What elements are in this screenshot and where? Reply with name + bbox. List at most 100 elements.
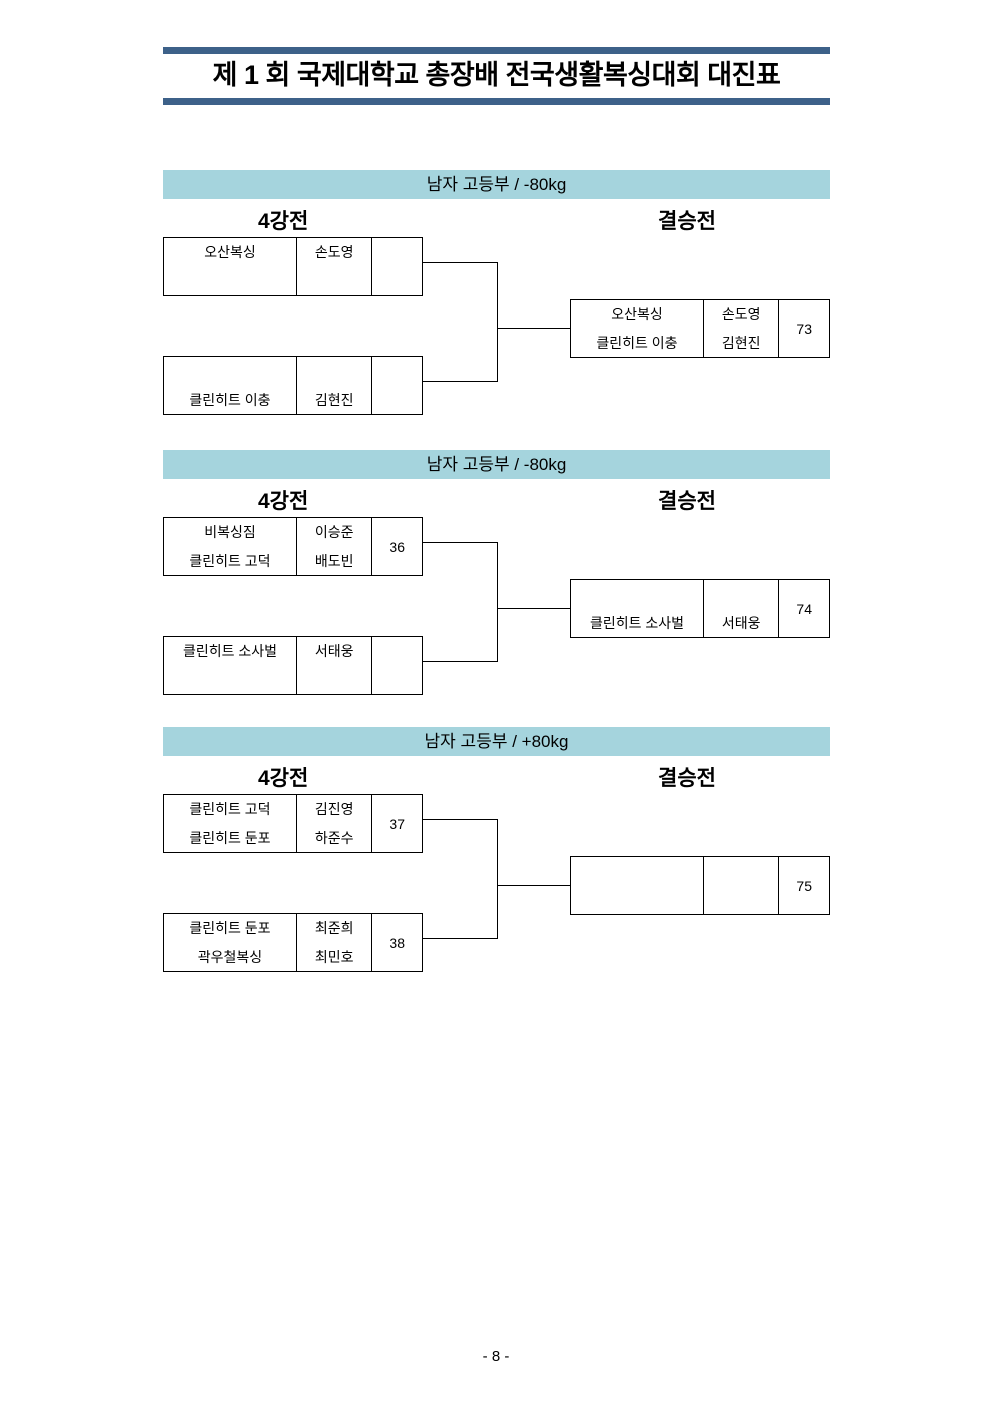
team-line: 클린히트 둔포 [189, 920, 271, 937]
connector-line-vertical-2 [497, 542, 498, 662]
final-name-cell-1: 손도영 김현진 [704, 300, 780, 357]
name-line: 하준수 [314, 829, 354, 846]
connector-line-vertical-3 [497, 819, 498, 939]
team-line [571, 857, 703, 886]
semifinal-team-cell-1-2: 클린히트 이충 [164, 357, 297, 414]
bracket-tree-3: 클린히트 고덕 클린히트 둔포 김진영 하준수 37 클린히트 둔포 곽우철복싱… [163, 794, 830, 976]
connector-line-final-1 [497, 328, 570, 329]
team-line [571, 886, 703, 915]
connector-line-vertical-1 [497, 262, 498, 382]
round-label-semifinal-2: 4강전 [258, 490, 309, 513]
name-line [297, 666, 371, 695]
semifinal-team-cell-3-1: 클린히트 고덕 클린히트 둔포 [164, 795, 297, 852]
name-line: 김진영 [314, 801, 354, 818]
round-label-semifinal-3: 4강전 [258, 767, 309, 790]
name-line [297, 357, 371, 386]
connector-line-final-3 [497, 885, 570, 886]
final-match-number-2: 74 [796, 600, 812, 617]
semifinal-match-number-2-1: 36 [389, 538, 405, 555]
semifinal-match-number-1-2 [372, 357, 422, 414]
connector-line-bottom-2 [423, 661, 497, 662]
team-line: 비복싱짐 [204, 524, 256, 541]
section-header-2: 남자 고등부 / -80kg [163, 450, 830, 479]
section-header-1: 남자 고등부 / -80kg [163, 170, 830, 199]
connector-line-bottom-3 [423, 938, 497, 939]
round-label-final-3: 결승전 [658, 767, 716, 790]
team-line: 클린히트 고덕 [189, 801, 271, 818]
name-line [704, 857, 778, 886]
bracket-section-2: 남자 고등부 / -80kg 4강전 결승전 비복싱짐 클린히트 고덕 이승준 … [163, 450, 830, 699]
name-line: 서태웅 [721, 614, 761, 631]
semifinal-name-cell-1-1: 손도영 [297, 238, 373, 296]
bracket-tree-1: 오산복싱 손도영 클린히트 이충 김현진 [163, 237, 830, 419]
connector-line-top-3 [423, 819, 497, 820]
section-header-3: 남자 고등부 / +80kg [163, 727, 830, 756]
team-line: 클린히트 소사벌 [182, 643, 278, 660]
semifinal-match-number-3-1: 37 [389, 815, 405, 832]
page-number: - 8 - [482, 1348, 510, 1365]
semifinal-match-box-3-2[interactable]: 클린히트 둔포 곽우철복싱 최준희 최민호 38 [163, 913, 423, 972]
round-label-final-1: 결승전 [658, 210, 716, 233]
semifinal-name-cell-2-1: 이승준 배도빈 [297, 518, 373, 575]
team-line: 오산복싱 [204, 244, 256, 261]
name-line: 서태웅 [314, 643, 354, 660]
semifinal-match-box-2-2[interactable]: 클린히트 소사벌 서태웅 [163, 636, 423, 695]
bracket-section-1: 남자 고등부 / -80kg 4강전 결승전 오산복싱 손도영 클린히트 이충 … [163, 170, 830, 419]
document-title-block: 제 1 회 국제대학교 총장배 전국생활복싱대회 대진표 [163, 47, 830, 106]
team-line: 클린히트 이충 [596, 334, 678, 351]
final-match-box-3[interactable]: 75 [570, 856, 830, 915]
name-line: 최준희 [314, 920, 354, 937]
final-match-box-2[interactable]: 클린히트 소사벌 서태웅 74 [570, 579, 830, 638]
page-title: 제 1 회 국제대학교 총장배 전국생활복싱대회 대진표 [212, 60, 781, 90]
semifinal-team-cell-2-2: 클린히트 소사벌 [164, 637, 297, 694]
final-team-cell-3 [571, 857, 704, 914]
team-line: 곽우철복싱 [197, 948, 263, 965]
name-line [297, 267, 371, 296]
name-line: 김현진 [314, 391, 354, 408]
name-line [704, 580, 778, 609]
semifinal-match-box-1-1[interactable]: 오산복싱 손도영 [163, 237, 423, 296]
round-labels-2: 4강전 결승전 [163, 479, 830, 517]
team-line: 오산복싱 [611, 306, 663, 323]
semifinal-team-cell-2-1: 비복싱짐 클린히트 고덕 [164, 518, 297, 575]
name-line: 이승준 [314, 524, 354, 541]
semifinal-match-number-2-2 [372, 637, 422, 694]
name-line: 배도빈 [314, 552, 354, 569]
semifinal-match-box-2-1[interactable]: 비복싱짐 클린히트 고덕 이승준 배도빈 36 [163, 517, 423, 576]
team-line [164, 357, 296, 386]
round-label-final-2: 결승전 [658, 490, 716, 513]
final-name-cell-3 [704, 857, 780, 915]
semifinal-match-number-1-1 [372, 238, 422, 295]
name-line [704, 886, 778, 915]
bracket-tree-2: 비복싱짐 클린히트 고덕 이승준 배도빈 36 클린히트 소사벌 서태웅 [163, 517, 830, 699]
connector-line-bottom-1 [423, 381, 497, 382]
round-labels-1: 4강전 결승전 [163, 199, 830, 237]
semifinal-name-cell-3-1: 김진영 하준수 [297, 795, 373, 852]
connector-line-final-2 [497, 608, 570, 609]
round-labels-3: 4강전 결승전 [163, 756, 830, 794]
final-match-number-1: 73 [796, 320, 812, 337]
title-rule-top [163, 47, 830, 54]
connector-line-top-1 [423, 262, 497, 263]
connector-line-top-2 [423, 542, 497, 543]
final-match-number-3: 75 [796, 877, 812, 894]
final-team-cell-2: 클린히트 소사벌 [571, 580, 704, 637]
team-line: 클린히트 둔포 [189, 829, 271, 846]
name-line: 최민호 [314, 948, 354, 965]
semifinal-team-cell-3-2: 클린히트 둔포 곽우철복싱 [164, 914, 297, 971]
name-line: 손도영 [721, 306, 761, 323]
team-line: 클린히트 소사벌 [589, 614, 685, 631]
final-name-cell-2: 서태웅 [704, 580, 780, 637]
semifinal-match-box-3-1[interactable]: 클린히트 고덕 클린히트 둔포 김진영 하준수 37 [163, 794, 423, 853]
name-line: 김현진 [721, 334, 761, 351]
semifinal-name-cell-3-2: 최준희 최민호 [297, 914, 373, 971]
final-match-box-1[interactable]: 오산복싱 클린히트 이충 손도영 김현진 73 [570, 299, 830, 358]
bracket-section-3: 남자 고등부 / +80kg 4강전 결승전 클린히트 고덕 클린히트 둔포 김… [163, 727, 830, 976]
semifinal-match-box-1-2[interactable]: 클린히트 이충 김현진 [163, 356, 423, 415]
team-line [571, 580, 703, 609]
team-line [164, 666, 296, 695]
semifinal-name-cell-2-2: 서태웅 [297, 637, 373, 695]
semifinal-match-number-3-2: 38 [389, 934, 405, 951]
title-rule-bottom [163, 98, 830, 106]
team-line: 클린히트 고덕 [189, 552, 271, 569]
